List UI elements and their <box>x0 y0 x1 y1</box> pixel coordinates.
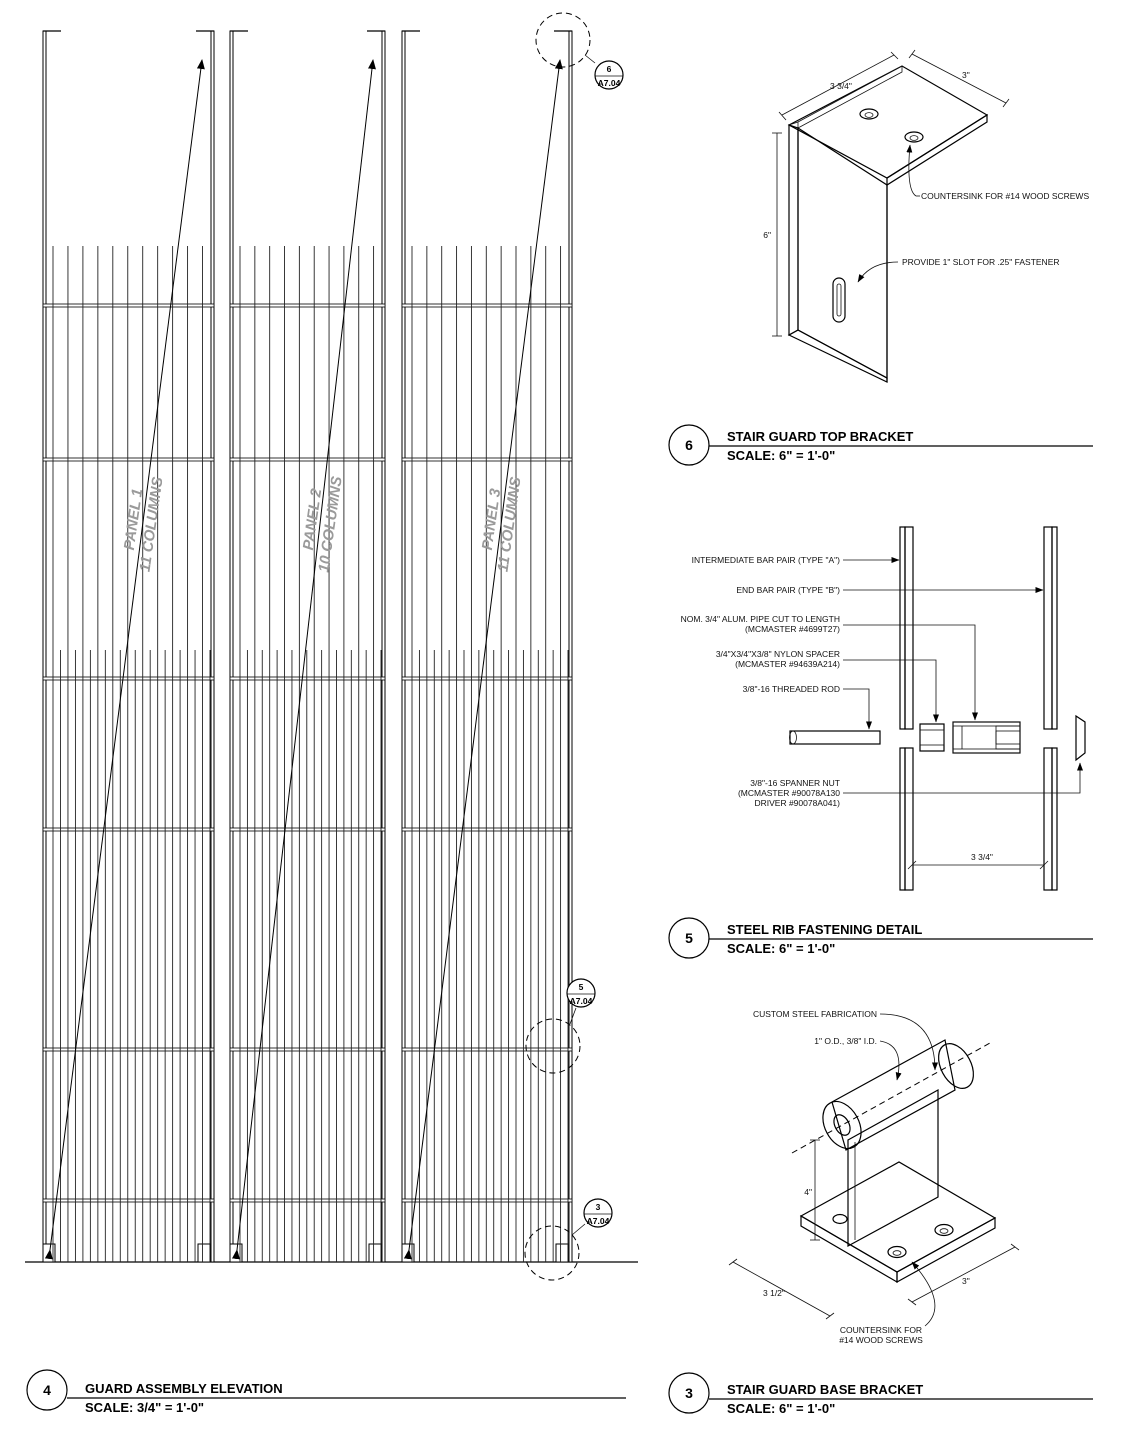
title-block-6: 6 STAIR GUARD TOP BRACKET SCALE: 6" = 1'… <box>668 424 1093 466</box>
callout-detail-3[interactable]: 3 A7.04 <box>524 1198 613 1281</box>
label-nut-line3: DRIVER #90078A041) <box>754 798 840 808</box>
label-pipe-line2: (MCMASTER #4699T27) <box>745 624 840 634</box>
guard-assembly-elevation: PANEL 1 11 COLUMNS PANEL 2 10 COLUMNS PA… <box>25 12 638 1415</box>
panel-1-rail-4 <box>42 827 215 832</box>
callout-detail-6[interactable]: 6 A7.04 <box>535 12 624 90</box>
panel-2-rail-4 <box>229 827 386 832</box>
dim-top-length: 3 3/4" <box>830 81 852 91</box>
panel-2-right-post <box>381 30 386 1263</box>
panel-1-rail-3 <box>42 676 215 681</box>
callout-detail-5[interactable]: 5 A7.04 <box>525 978 596 1074</box>
panel-2-rail-2 <box>229 457 386 462</box>
spanner-nut <box>1075 714 1086 762</box>
panel-1-diagonal-dimension <box>44 59 205 1260</box>
panel-1-foot-right <box>197 1243 211 1263</box>
panel-2-left-post <box>229 30 234 1263</box>
panel-1-rail-5 <box>42 1047 215 1052</box>
panel-1-rail-1 <box>42 303 215 308</box>
dim-base-height: 4" <box>804 1187 812 1197</box>
note-top-countersink: COUNTERSINK FOR #14 WOOD SCREWS <box>921 191 1089 201</box>
panel-1-right-post <box>210 30 215 1263</box>
label-intermediate-bar: INTERMEDIATE BAR PAIR (TYPE "A") <box>692 555 841 565</box>
callout-6-number: 6 <box>607 64 612 74</box>
dim-base-width: 3" <box>962 1276 970 1286</box>
title-block-3: 3 STAIR GUARD BASE BRACKET SCALE: 6" = 1… <box>668 1372 1093 1416</box>
nylon-spacer <box>919 723 945 752</box>
detail-6-scale: SCALE: 6" = 1'-0" <box>727 448 835 463</box>
rib-fastening-detail: INTERMEDIATE BAR PAIR (TYPE "A") END BAR… <box>668 526 1093 959</box>
dim-top-height: 6" <box>763 230 771 240</box>
panel-2-diagonal-dimension <box>232 59 376 1260</box>
panel-3-rail-6 <box>401 1198 573 1203</box>
label-pipe-line1: NOM. 3/4" ALUM. PIPE CUT TO LENGTH <box>681 614 840 624</box>
label-spacer-line1: 3/4"X3/4"X3/8" NYLON SPACER <box>716 649 840 659</box>
title-block-5: 5 STEEL RIB FASTENING DETAIL SCALE: 6" =… <box>668 917 1093 959</box>
panel-1-left-post <box>42 30 47 1263</box>
panel-2-rail-3 <box>229 676 386 681</box>
panel-3-left-post <box>401 30 406 1263</box>
dim-top-width: 3" <box>962 70 970 80</box>
panel-3-foot-right <box>555 1243 569 1263</box>
title-block-4: 4 GUARD ASSEMBLY ELEVATION SCALE: 3/4" =… <box>26 1369 626 1415</box>
detail-5-scale: SCALE: 6" = 1'-0" <box>727 941 835 956</box>
dim-line-length <box>781 54 895 116</box>
dim-base-length: 3 1/2" <box>763 1288 785 1298</box>
detail-5-title: STEEL RIB FASTENING DETAIL <box>727 922 922 937</box>
detail-3-scale: SCALE: 6" = 1'-0" <box>727 1401 835 1416</box>
panel-3-right-post <box>568 30 573 1263</box>
panel-3-rail-5 <box>401 1047 573 1052</box>
note-base-tube: 1" O.D., 3/8" I.D. <box>814 1036 877 1046</box>
base-bracket-detail: 4" 3 1/2" 3" CUSTOM STEEL FABRICATION 1"… <box>668 1009 1093 1416</box>
note-base-countersink-line1: COUNTERSINK FOR <box>840 1325 922 1335</box>
callout-5-number: 5 <box>579 982 584 992</box>
label-spacer-line2: (MCMASTER #94639A214) <box>735 659 840 669</box>
detail-3-title: STAIR GUARD BASE BRACKET <box>727 1382 923 1397</box>
panel-2-rail-5 <box>229 1047 386 1052</box>
detail-4-title: GUARD ASSEMBLY ELEVATION <box>85 1381 283 1396</box>
top-bracket-detail: 3 3/4" 3" 6" COUNTERSINK FOR #14 WOOD SC… <box>668 49 1093 466</box>
label-nut-line1: 3/8"-16 SPANNER NUT <box>750 778 840 788</box>
detail-5-number: 5 <box>685 930 693 946</box>
note-top-slot: PROVIDE 1" SLOT FOR .25" FASTENER <box>902 257 1060 267</box>
panel-3-rail-2 <box>401 457 573 462</box>
guard-panels <box>42 30 573 1263</box>
detail-3-number: 3 <box>685 1385 693 1401</box>
label-nut-line2: (MCMASTER #90078A130 <box>738 788 840 798</box>
alum-pipe <box>952 721 1021 754</box>
label-rod: 3/8"-16 THREADED ROD <box>743 684 840 694</box>
callout-3-sheet: A7.04 <box>587 1216 610 1226</box>
dim-bar-spacing: 3 3/4" <box>971 852 993 862</box>
detail-6-number: 6 <box>685 437 693 453</box>
panel-3-diagonal-dimension <box>403 59 563 1260</box>
panel-3-rail-1 <box>401 303 573 308</box>
callout-5-sheet: A7.04 <box>570 996 593 1006</box>
detail-6-title: STAIR GUARD TOP BRACKET <box>727 429 913 444</box>
panel-2-rail-1 <box>229 303 386 308</box>
note-base-countersink-line2: #14 WOOD SCREWS <box>839 1335 923 1345</box>
detail-4-scale: SCALE: 3/4" = 1'-0" <box>85 1400 204 1415</box>
panel-2-rail-6 <box>229 1198 386 1203</box>
panel-2-foot-right <box>368 1243 382 1263</box>
label-end-bar: END BAR PAIR (TYPE "B") <box>736 585 840 595</box>
detail-4-number: 4 <box>43 1382 51 1398</box>
panel-1-rail-6 <box>42 1198 215 1203</box>
panel-1-rail-2 <box>42 457 215 462</box>
threaded-rod <box>789 730 881 745</box>
note-base-fabrication: CUSTOM STEEL FABRICATION <box>753 1009 877 1019</box>
callout-6-sheet: A7.04 <box>598 78 621 88</box>
callout-3-number: 3 <box>596 1202 601 1212</box>
panel-3-rail-4 <box>401 827 573 832</box>
panel-3-rail-3 <box>401 676 573 681</box>
